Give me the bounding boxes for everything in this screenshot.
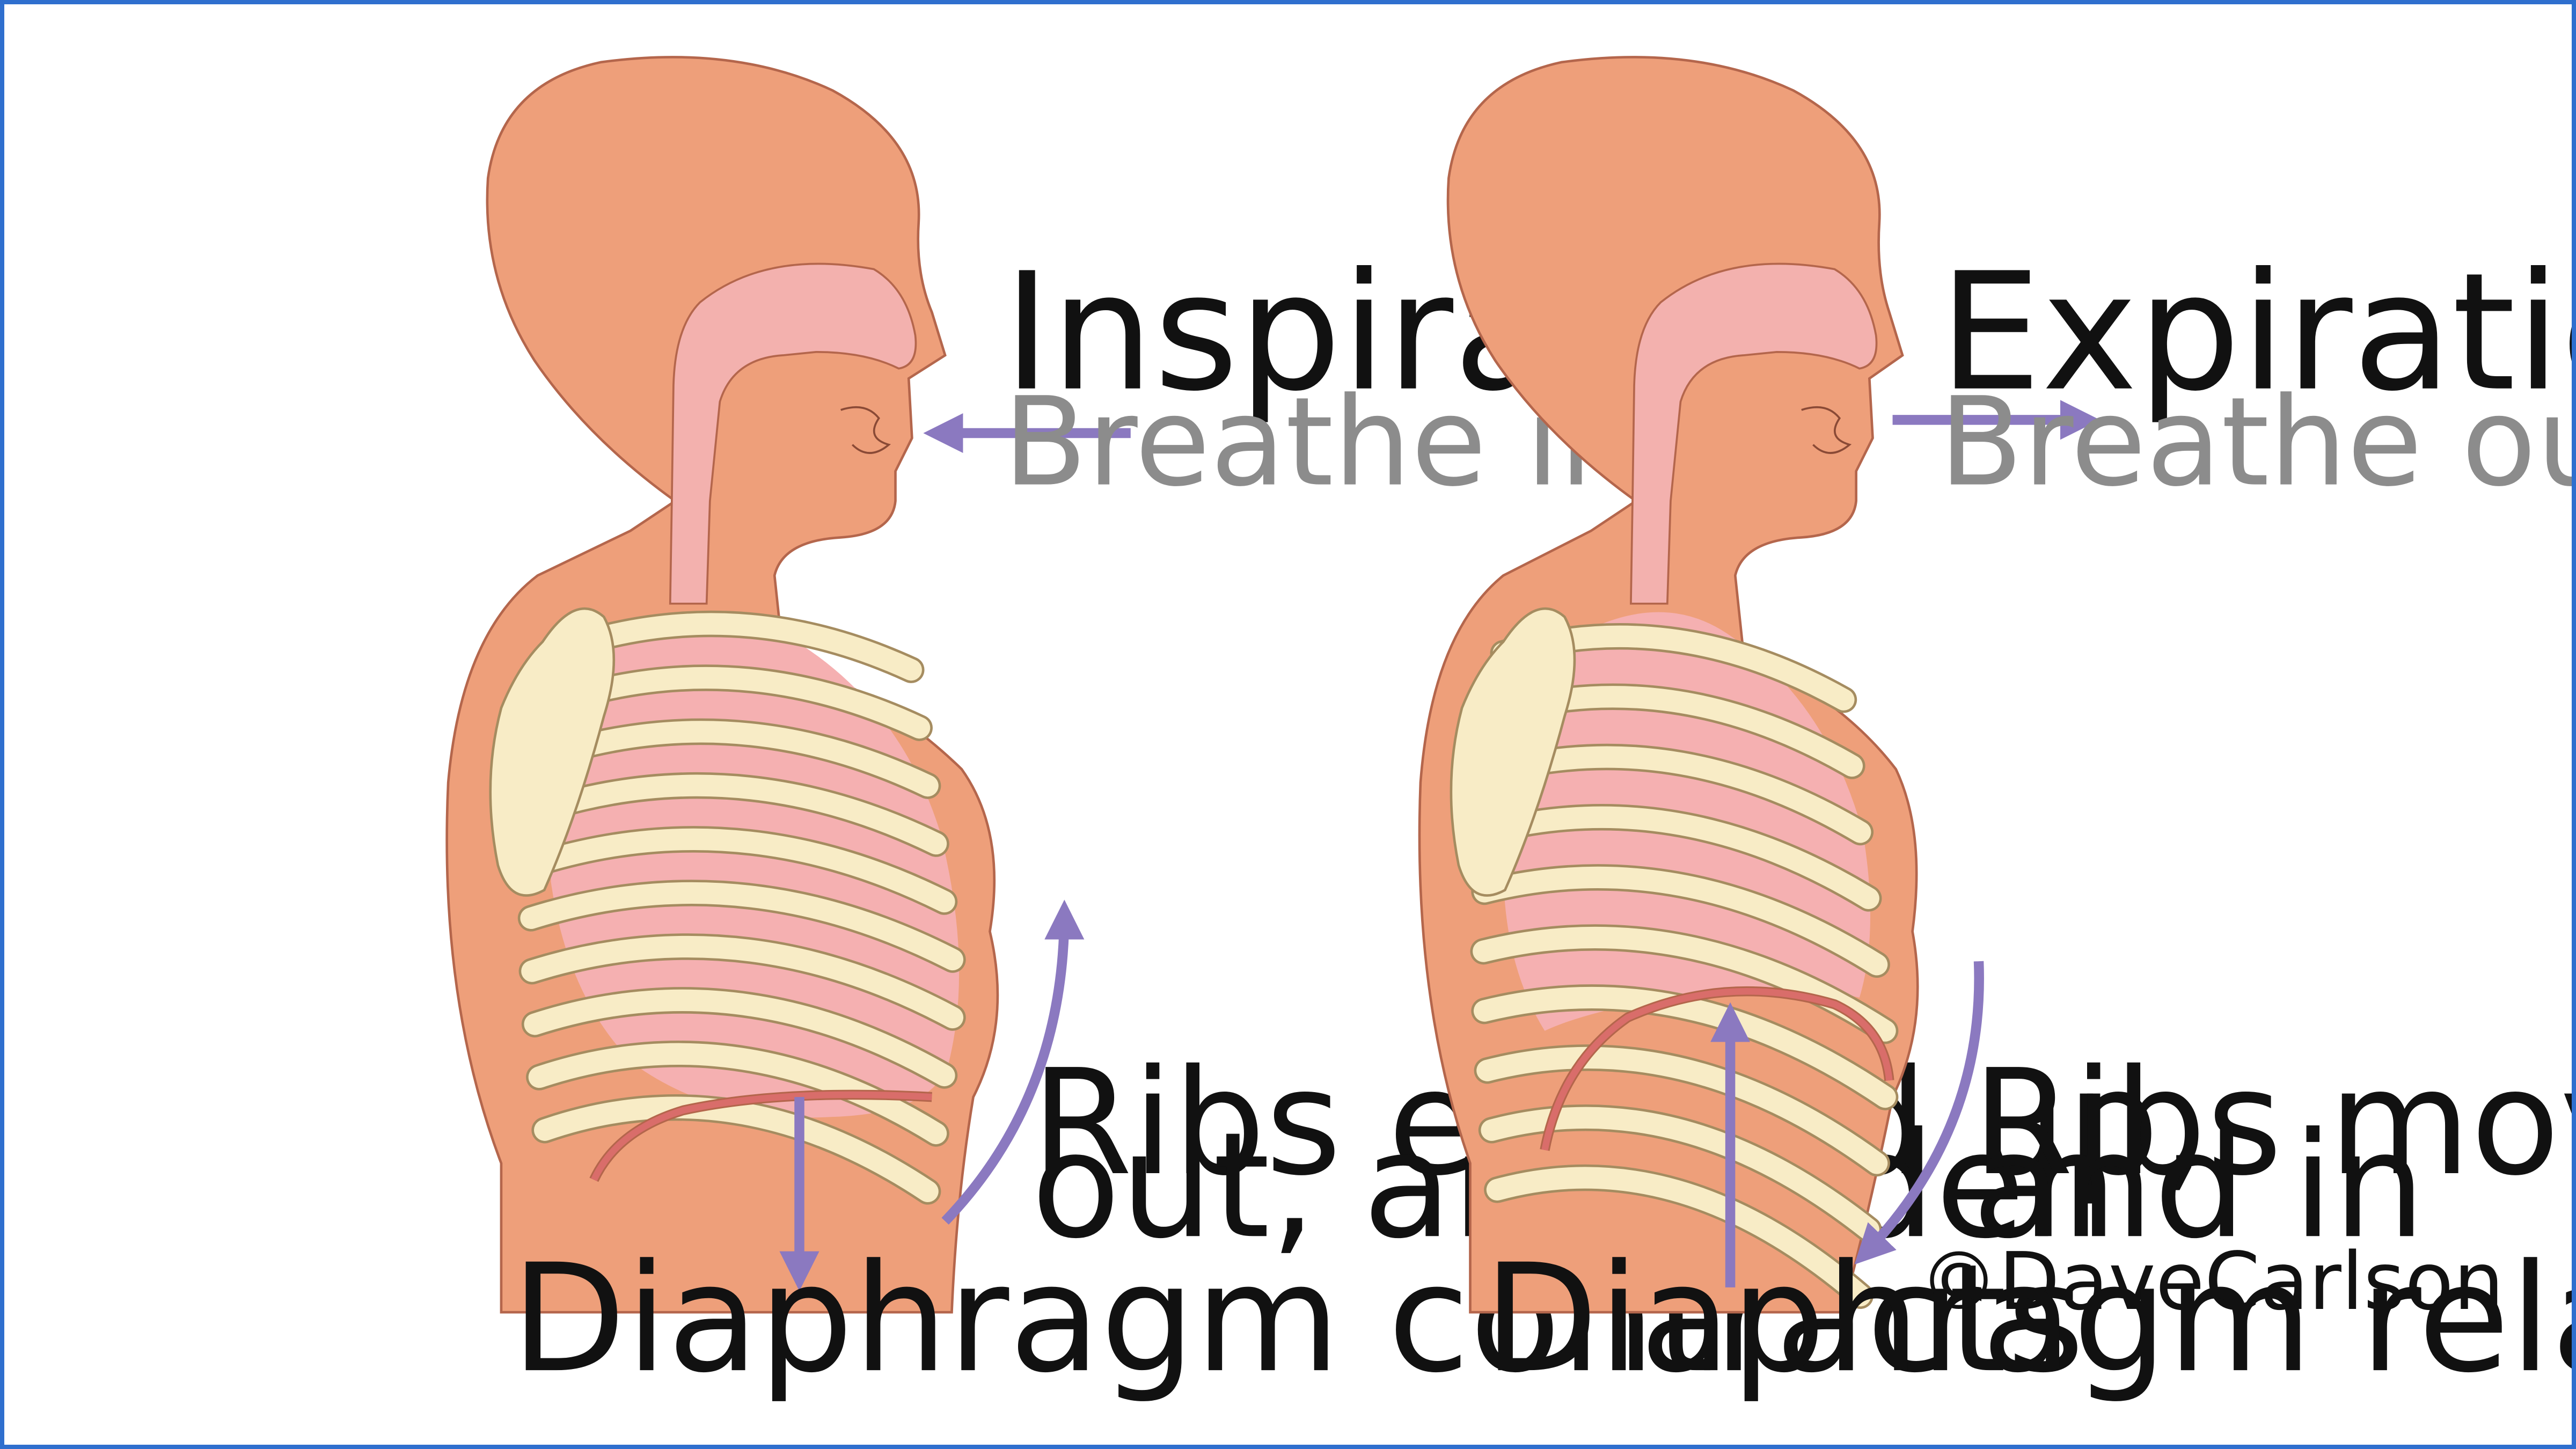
- expiration-title: Expiration: [1939, 238, 2572, 427]
- expiration-panel: Expiration Breathe out Ribs move down an…: [1418, 56, 2576, 1406]
- rib: [534, 1096, 939, 1203]
- airway-exhale: [1630, 262, 1878, 605]
- ribs-note-line-2-exhale: and in: [1972, 1101, 2426, 1271]
- diaphragm-inhale: [589, 1089, 932, 1182]
- diaphragm-relaxes-caption: Diaphragm relaxes: [1483, 1232, 2572, 1406]
- rib: [1476, 1046, 1888, 1174]
- rib: [1486, 1167, 1871, 1307]
- shoulder-blade-exhale: [1450, 607, 1576, 897]
- ribs-up-arrow: [941, 899, 1085, 1225]
- rib: [1473, 866, 1888, 976]
- rib: [521, 935, 964, 1029]
- airway-inhale: [669, 262, 917, 605]
- breathing-diagram: Inspiration Breathe in Ribs expand up, o…: [445, 56, 2576, 1406]
- arrows-inhale: [779, 413, 1131, 1291]
- rib: [520, 882, 964, 971]
- rib: [1481, 1107, 1879, 1240]
- rib: [1476, 806, 1879, 909]
- rib: [521, 828, 955, 913]
- rib: [524, 989, 955, 1087]
- ribs-note-line-1-exhale: Ribs move down: [1972, 1038, 2572, 1208]
- rib: [1473, 986, 1896, 1108]
- arrows-exhale: [1710, 400, 2100, 1287]
- ribs-down-arrow: [1854, 961, 1984, 1265]
- rib: [528, 1043, 947, 1145]
- diaphragm-exhale: [1540, 986, 1894, 1151]
- shoulder-blade-inhale: [489, 607, 616, 897]
- copyright-credit: ©DaveCarlson: [1919, 1235, 2504, 1328]
- breathe-out-label: Breathe out: [1939, 371, 2572, 514]
- rib: [524, 774, 947, 855]
